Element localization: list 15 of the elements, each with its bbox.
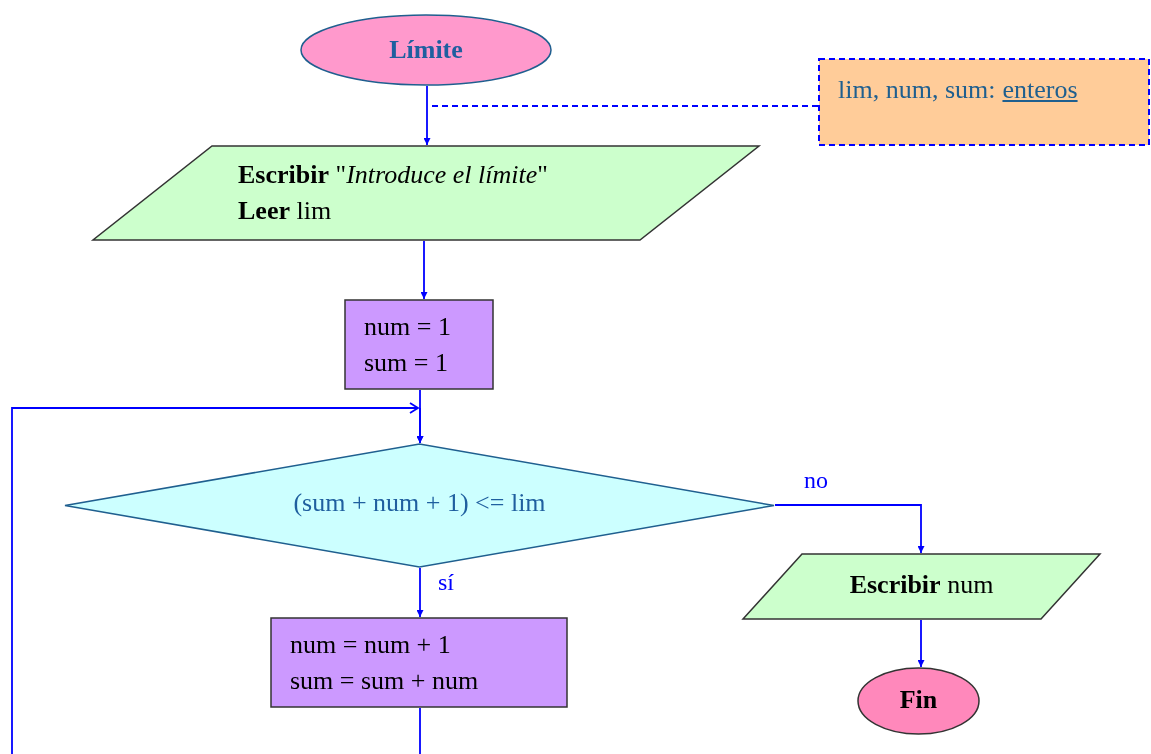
end-ellipse: Fin bbox=[857, 667, 980, 735]
note-box: lim, num, sum: enteros bbox=[818, 58, 1150, 146]
process-box: num = 1 sum = 1 bbox=[344, 299, 494, 390]
decision-diamond: (sum + num + 1) <= lim bbox=[64, 443, 775, 568]
process-box: num = num + 1 sum = sum + num bbox=[270, 617, 568, 708]
arrow bbox=[917, 619, 925, 668]
output-parallelogram: Escribir num bbox=[742, 553, 1101, 620]
arrow bbox=[423, 85, 431, 146]
arrow bbox=[11, 402, 424, 754]
arrow bbox=[774, 504, 925, 554]
arrow bbox=[420, 240, 428, 300]
arrow bbox=[416, 567, 424, 618]
input-output-parallelogram: Escribir "Introduce el límite" Leer lim bbox=[92, 145, 760, 241]
start-ellipse: Límite bbox=[300, 14, 552, 86]
connector-line bbox=[431, 105, 819, 107]
